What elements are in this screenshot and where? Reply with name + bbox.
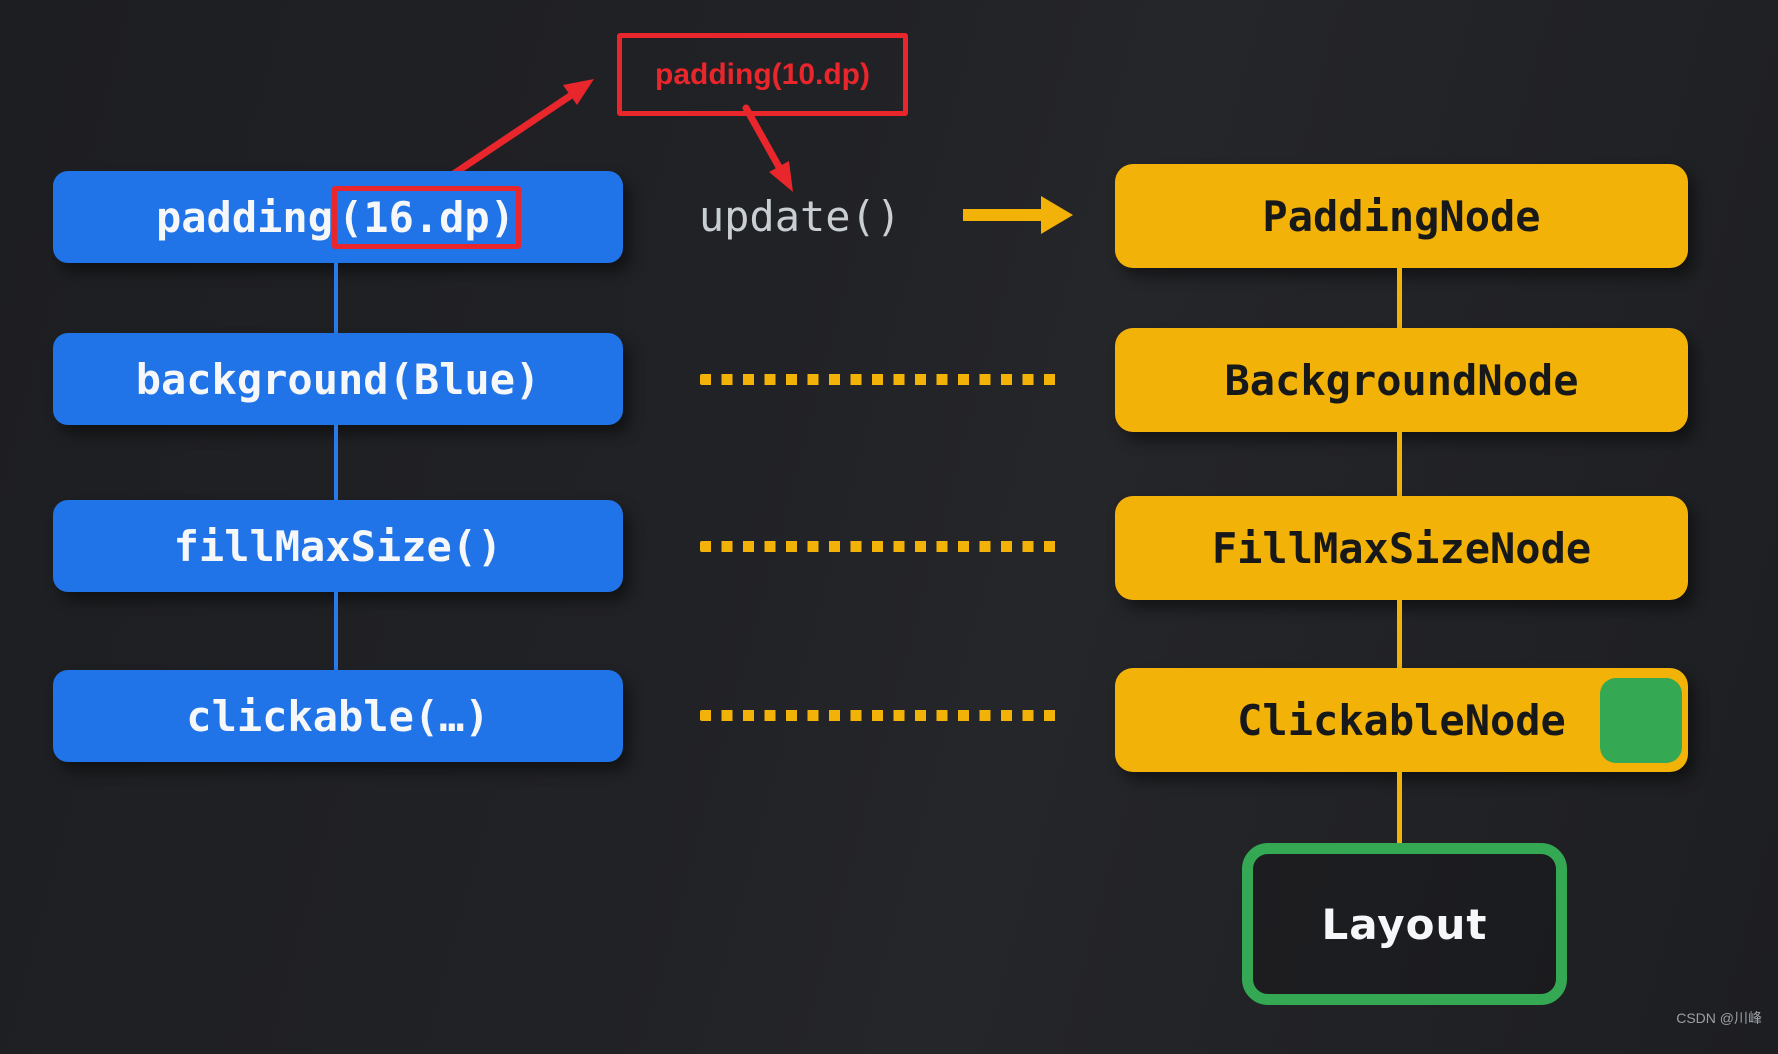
dotted-connector-background <box>700 374 1062 385</box>
update-arrow-icon <box>963 196 1073 234</box>
node-box-fillmaxsizenode: FillMaxSizeNode <box>1115 496 1688 600</box>
red-arrow-to-annotation <box>448 79 594 179</box>
modifier-padding-prefix: padding <box>155 192 333 242</box>
node-connector-1 <box>1397 268 1402 328</box>
modifier-connector-1 <box>334 263 338 333</box>
annotation-box: padding(10.dp) <box>617 33 908 116</box>
modifier-label-padding: padding(16.dp) <box>155 185 522 249</box>
annotation-label: padding(10.dp) <box>655 57 870 91</box>
modifier-connector-3 <box>334 592 338 670</box>
modifier-label-background: background(Blue) <box>135 354 541 404</box>
modifier-box-fillmaxsize: fillMaxSize() <box>53 500 623 592</box>
layout-box: Layout <box>1242 843 1567 1005</box>
node-box-paddingnode: PaddingNode <box>1115 164 1688 268</box>
node-box-backgroundnode: BackgroundNode <box>1115 328 1688 432</box>
red-arrow-to-update <box>742 104 793 192</box>
modifier-box-padding: padding(16.dp) <box>53 171 623 263</box>
modifier-connector-2 <box>334 425 338 500</box>
node-label-paddingnode: PaddingNode <box>1262 191 1541 241</box>
node-label-fillmaxsizenode: FillMaxSizeNode <box>1211 523 1592 573</box>
dotted-connector-fillmaxsize <box>700 541 1062 552</box>
modifier-label-fillmaxsize: fillMaxSize() <box>173 521 503 571</box>
node-box-clickablenode: ClickableNode <box>1115 668 1688 772</box>
node-connector-2 <box>1397 432 1402 496</box>
layout-label: Layout <box>1321 899 1488 949</box>
node-connector-3 <box>1397 600 1402 668</box>
node-connector-4 <box>1397 772 1402 843</box>
clickable-state-badge <box>1600 678 1682 763</box>
watermark: CSDN @川峰 <box>1676 1010 1762 1026</box>
node-label-clickablenode: ClickableNode <box>1237 695 1566 745</box>
dotted-connector-clickable <box>700 710 1062 721</box>
modifier-label-clickable: clickable(…) <box>186 691 490 741</box>
modifier-box-background: background(Blue) <box>53 333 623 425</box>
node-label-backgroundnode: BackgroundNode <box>1224 355 1579 405</box>
highlight-rect-16dp: (16.dp) <box>332 185 522 249</box>
modifier-box-clickable: clickable(…) <box>53 670 623 762</box>
update-label: update() <box>698 192 902 241</box>
